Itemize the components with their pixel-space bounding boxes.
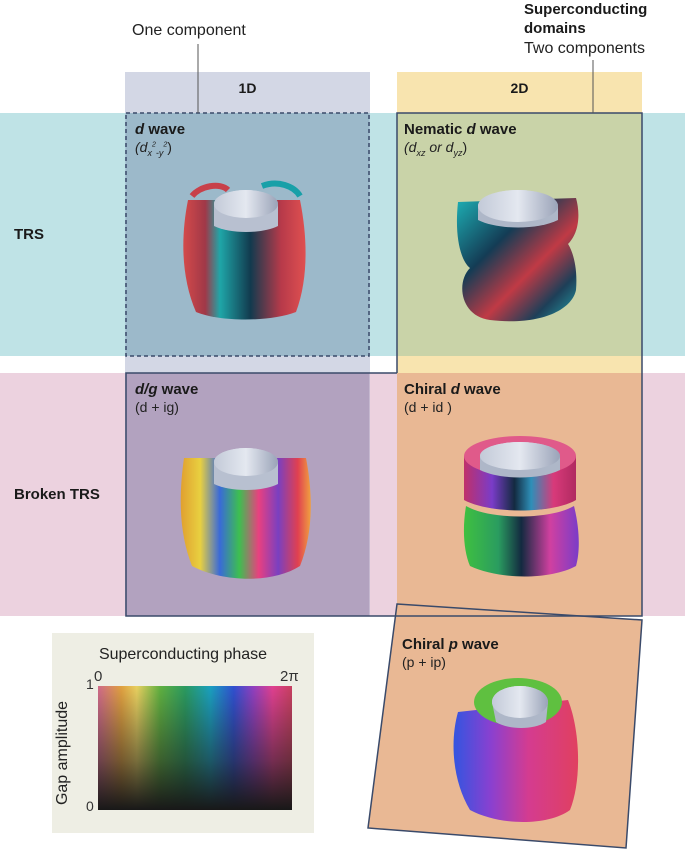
annotation-one-component: One component (132, 22, 246, 39)
cell-title-chiral-d-wave: Chiral d wave (d + id ) (404, 381, 501, 415)
chiral-d-wave-surface (463, 436, 579, 577)
legend-y-label: Gap amplitude (54, 700, 71, 806)
legend-x-min: 0 (94, 668, 103, 685)
legend-y-max: 1 (86, 676, 94, 692)
column-header-2d: 2D (510, 80, 529, 96)
legend-x-max: 2π (280, 668, 299, 685)
cell-title-chiral-p-wave: Chiral p wave (p + ip) (402, 636, 499, 670)
cell-title-dg-wave: d/g wave (d + ig) (135, 381, 199, 415)
cell-title-nematic-d-wave: Nematic d wave (dxz or dyz) (404, 121, 517, 158)
row-label-trs: TRS (14, 226, 44, 243)
legend-y-min: 0 (86, 798, 94, 814)
nematic-d-wave-surface (456, 190, 579, 322)
dg-wave-surface (180, 448, 311, 579)
phase-colormap (98, 686, 292, 810)
row-label-broken-trs: Broken TRS (14, 486, 100, 503)
annotation-two-components: Two components (524, 40, 645, 57)
legend-title: Superconducting phase (98, 646, 268, 663)
cell-title-d-wave: d wave (dx2-y2) (135, 121, 186, 158)
chiral-p-wave-surface (453, 678, 579, 822)
d-wave-surface (183, 180, 306, 320)
annotation-superconducting-domains: Superconducting domains (524, 1, 648, 37)
column-header-1d: 1D (238, 80, 257, 96)
